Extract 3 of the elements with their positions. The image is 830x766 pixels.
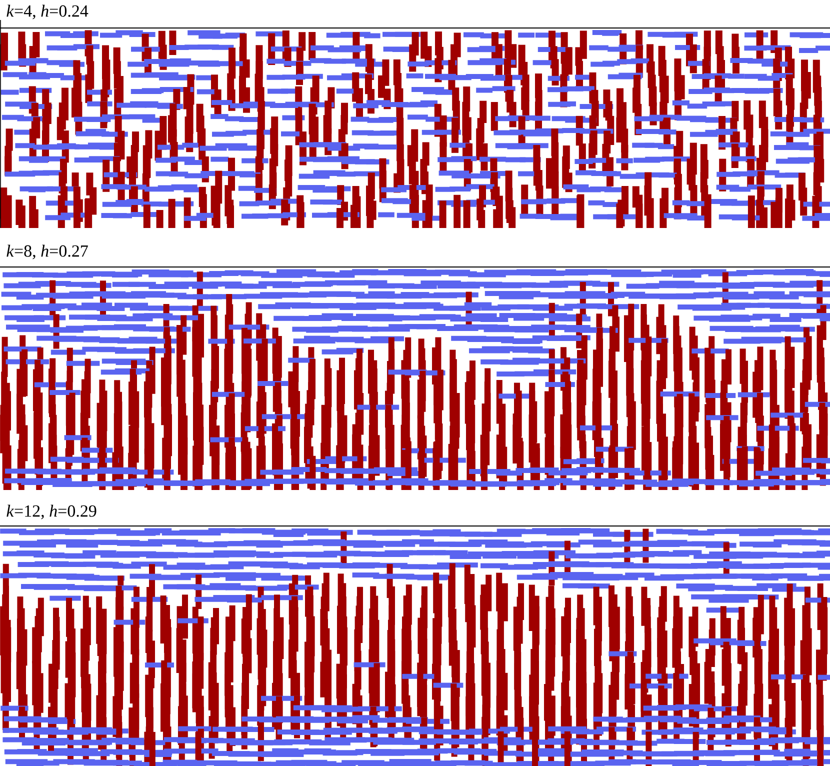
panel-label: k=12, h=0.29 — [6, 504, 96, 520]
panel-label: k=8, h=0.27 — [6, 244, 88, 260]
panel-label: k=4, h=0.24 — [6, 4, 88, 20]
